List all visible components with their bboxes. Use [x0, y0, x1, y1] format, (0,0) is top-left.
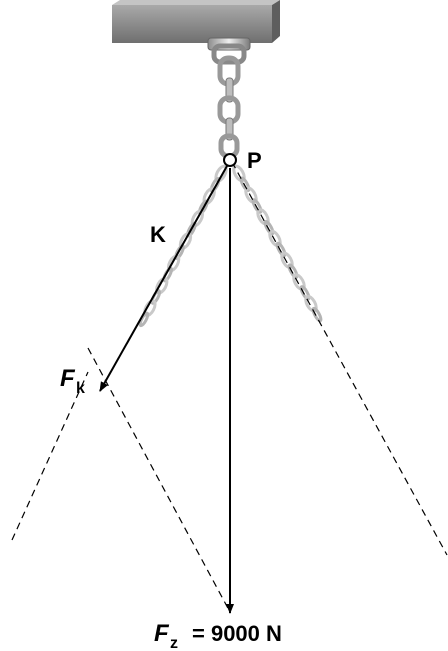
chain-link [239, 176, 251, 193]
right-chain [232, 164, 323, 323]
chain-link [256, 208, 270, 226]
chain-link [292, 273, 306, 291]
chain-link [214, 164, 228, 183]
dashed-line-parallel-left [11, 371, 89, 541]
svg-text:F: F [60, 365, 76, 392]
dashed-line-parallel-to-right-chain [87, 347, 231, 613]
svg-text:z: z [170, 635, 178, 651]
chain-link [251, 198, 263, 214]
chain-link [280, 251, 294, 270]
chain-link [299, 285, 311, 301]
steel-beam [112, 0, 280, 43]
fz-label: F z = 9000 N [154, 620, 282, 651]
chain-link [166, 254, 181, 273]
fk-label: F k [60, 365, 85, 397]
chain-link [287, 263, 299, 279]
shackle-icon [207, 37, 251, 65]
svg-text:F: F [154, 620, 170, 647]
svg-text:k: k [76, 380, 85, 397]
point-p-label: P [247, 148, 262, 173]
chain-link [263, 219, 275, 236]
svg-text:= 9000 N: = 9000 N [192, 621, 282, 646]
chain-link [143, 299, 157, 317]
point-p-marker [223, 153, 237, 167]
force-vector-fk [99, 165, 228, 392]
vertical-chain [217, 55, 241, 159]
chain-link [275, 241, 287, 258]
dashed-line-right-chain-extension [231, 161, 448, 556]
chain-link [155, 276, 169, 295]
chain-k-label: K [150, 222, 166, 247]
chain-link [304, 294, 318, 313]
chain-link [244, 186, 258, 204]
chain-link [268, 229, 282, 248]
chain-link [232, 164, 246, 183]
chain-link [311, 306, 323, 323]
